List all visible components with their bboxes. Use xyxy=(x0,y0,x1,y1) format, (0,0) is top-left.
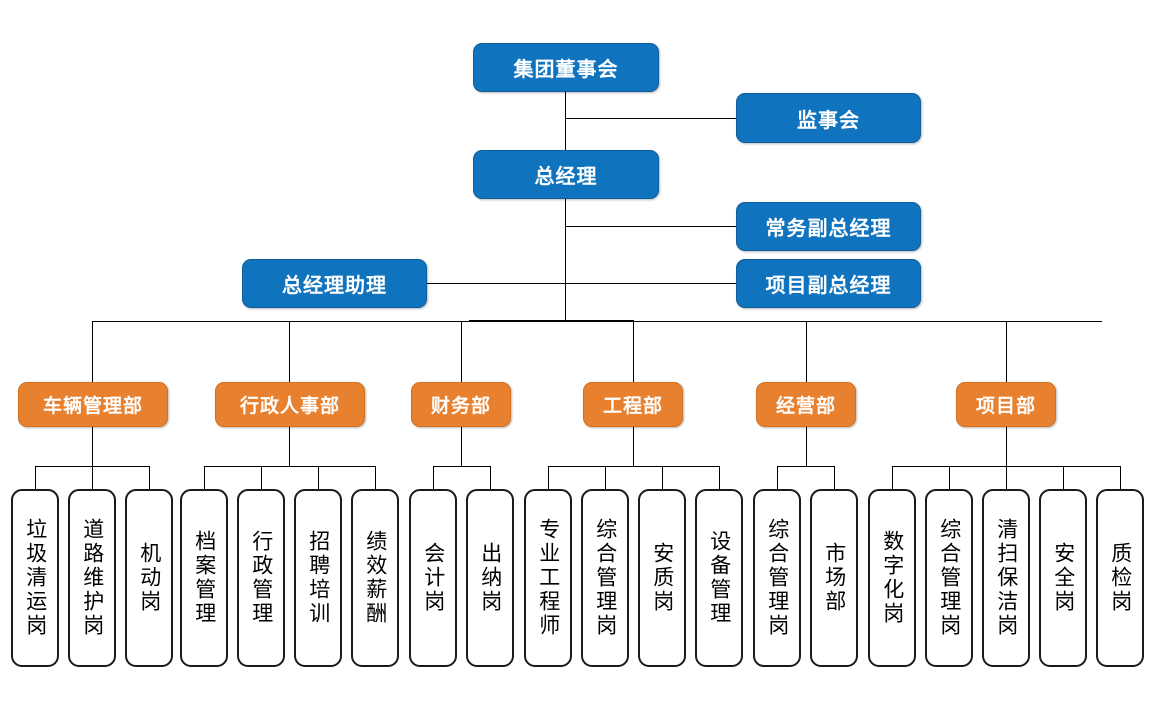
leafdrop-1-0 xyxy=(204,466,205,489)
leafdrop-5-4 xyxy=(1120,466,1121,489)
node-position[interactable]: 数字化岗 xyxy=(868,489,916,667)
connector-gm-trunk xyxy=(565,198,566,322)
stem-dept-5 xyxy=(1006,427,1007,467)
position-label: 清扫保洁岗 xyxy=(994,518,1019,638)
drop-dept-4 xyxy=(806,321,807,383)
connector-to-gm-assistant xyxy=(427,283,566,284)
drop-dept-5 xyxy=(1006,321,1007,383)
node-department-finance[interactable]: 财务部 xyxy=(411,382,511,427)
leafdrop-3-3 xyxy=(719,466,720,489)
leafdrop-1-2 xyxy=(318,466,319,489)
leafdrop-0-2 xyxy=(149,466,150,489)
node-position[interactable]: 清扫保洁岗 xyxy=(982,489,1030,667)
leafdrop-1-1 xyxy=(261,466,262,489)
leafdrop-4-1 xyxy=(834,466,835,489)
drop-dept-2 xyxy=(461,321,462,383)
node-position[interactable]: 招聘培训 xyxy=(294,489,342,667)
position-label: 质检岗 xyxy=(1108,542,1133,614)
position-label: 出纳岗 xyxy=(478,542,503,614)
node-position[interactable]: 综合管理岗 xyxy=(753,489,801,667)
department-bus-emphasis xyxy=(469,320,634,322)
node-position[interactable]: 机动岗 xyxy=(125,489,173,667)
node-position[interactable]: 出纳岗 xyxy=(466,489,514,667)
position-label: 安全岗 xyxy=(1051,542,1076,614)
node-position[interactable]: 安全岗 xyxy=(1039,489,1087,667)
leafdrop-0-0 xyxy=(35,466,36,489)
drop-dept-3 xyxy=(633,321,634,383)
node-position[interactable]: 会计岗 xyxy=(409,489,457,667)
node-position[interactable]: 综合管理岗 xyxy=(925,489,973,667)
node-position[interactable]: 综合管理岗 xyxy=(581,489,629,667)
leafdrop-0-1 xyxy=(92,466,93,489)
leafdrop-3-1 xyxy=(605,466,606,489)
leafdrop-2-0 xyxy=(433,466,434,489)
position-label: 绩效薪酬 xyxy=(363,530,388,626)
drop-dept-1 xyxy=(289,321,290,383)
stem-dept-2 xyxy=(461,427,462,467)
leafdrop-5-2 xyxy=(1006,466,1007,489)
position-label: 综合管理岗 xyxy=(765,518,790,638)
leafbus-dept-3 xyxy=(548,466,720,467)
position-label: 机动岗 xyxy=(137,542,162,614)
node-supervisory-board[interactable]: 监事会 xyxy=(736,93,921,143)
leafbus-dept-1 xyxy=(204,466,376,467)
position-label: 安质岗 xyxy=(650,542,675,614)
node-department-vehicle-management[interactable]: 车辆管理部 xyxy=(18,382,168,427)
node-gm-assistant[interactable]: 总经理助理 xyxy=(242,259,427,308)
leafdrop-2-1 xyxy=(490,466,491,489)
node-department-project[interactable]: 项目部 xyxy=(956,382,1056,427)
leafdrop-3-2 xyxy=(662,466,663,489)
node-executive-deputy-manager[interactable]: 常务副总经理 xyxy=(736,202,921,251)
position-label: 道路维护岗 xyxy=(80,518,105,638)
position-label: 招聘培训 xyxy=(306,530,331,626)
stem-dept-3 xyxy=(633,427,634,467)
leafbus-dept-4 xyxy=(777,466,835,467)
position-label: 专业工程师 xyxy=(536,518,561,638)
node-department-administration-hr[interactable]: 行政人事部 xyxy=(215,382,365,427)
position-label: 垃圾清运岗 xyxy=(23,518,48,638)
node-position[interactable]: 绩效薪酬 xyxy=(351,489,399,667)
connector-to-supervisory xyxy=(565,118,736,119)
leafdrop-3-0 xyxy=(548,466,549,489)
node-position[interactable]: 市场部 xyxy=(810,489,858,667)
stem-dept-1 xyxy=(289,427,290,467)
node-position[interactable]: 道路维护岗 xyxy=(68,489,116,667)
node-board-of-directors[interactable]: 集团董事会 xyxy=(473,43,659,92)
node-project-deputy-manager[interactable]: 项目副总经理 xyxy=(736,259,921,308)
stem-dept-0 xyxy=(92,427,93,467)
position-label: 行政管理 xyxy=(249,530,274,626)
node-position[interactable]: 档案管理 xyxy=(180,489,228,667)
drop-dept-0 xyxy=(92,321,93,383)
leafdrop-5-1 xyxy=(949,466,950,489)
position-label: 设备管理 xyxy=(707,530,732,626)
leafdrop-1-3 xyxy=(375,466,376,489)
position-label: 市场部 xyxy=(822,542,847,614)
connector-to-executive-deputy xyxy=(565,226,736,227)
position-label: 综合管理岗 xyxy=(937,518,962,638)
position-label: 数字化岗 xyxy=(880,530,905,626)
leafdrop-5-3 xyxy=(1063,466,1064,489)
leafdrop-5-0 xyxy=(892,466,893,489)
position-label: 综合管理岗 xyxy=(593,518,618,638)
leafdrop-4-0 xyxy=(777,466,778,489)
node-position[interactable]: 垃圾清运岗 xyxy=(11,489,59,667)
node-position[interactable]: 行政管理 xyxy=(237,489,285,667)
connector-board-to-gm xyxy=(565,91,566,150)
leafbus-dept-2 xyxy=(433,466,491,467)
node-department-engineering[interactable]: 工程部 xyxy=(583,382,683,427)
node-position[interactable]: 专业工程师 xyxy=(524,489,572,667)
connector-to-project-deputy xyxy=(565,283,736,284)
node-general-manager[interactable]: 总经理 xyxy=(473,150,659,199)
node-position[interactable]: 质检岗 xyxy=(1096,489,1144,667)
node-position[interactable]: 设备管理 xyxy=(695,489,743,667)
position-label: 档案管理 xyxy=(192,530,217,626)
node-position[interactable]: 安质岗 xyxy=(638,489,686,667)
stem-dept-4 xyxy=(806,427,807,467)
position-label: 会计岗 xyxy=(421,542,446,614)
node-department-operations[interactable]: 经营部 xyxy=(756,382,856,427)
